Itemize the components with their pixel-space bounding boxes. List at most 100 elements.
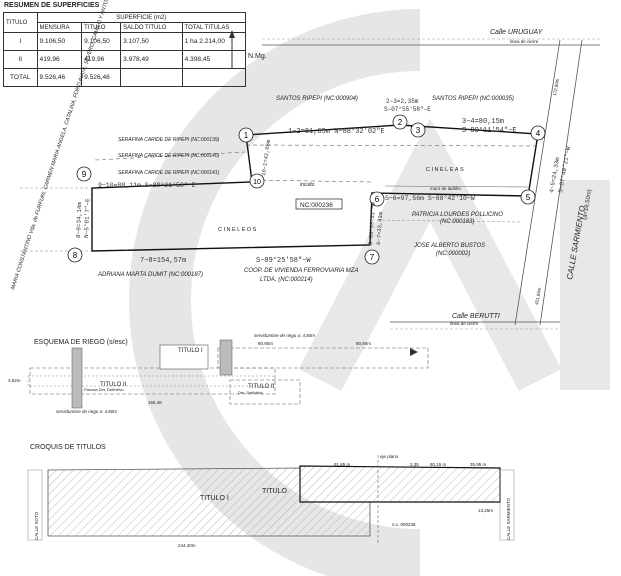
arrow-right-icon bbox=[410, 348, 418, 356]
summary-table: TITULO SUPERFICIE (m2) MENSURA TITULO SA… bbox=[3, 12, 247, 87]
vertex-label: 5 bbox=[526, 193, 531, 202]
vertex-label: 3 bbox=[416, 126, 421, 135]
vertex-9 bbox=[76, 166, 92, 182]
side-label: 2−3=2,35m bbox=[386, 98, 419, 105]
vertex-3 bbox=[410, 122, 426, 138]
croquis-measure: 80,15 m bbox=[430, 462, 447, 467]
side-label: 1−2=81,65m N−88°32'02"E bbox=[288, 127, 385, 136]
area-label: muro de ladrillo bbox=[430, 186, 461, 191]
neighbor-label: SERAFINA CARIDE DE RIPEPI (NC:000140) bbox=[118, 153, 220, 159]
riego-ditch bbox=[219, 339, 233, 376]
vertex-label: 4 bbox=[536, 129, 541, 138]
croquis-measure: 81,85 m bbox=[334, 462, 351, 467]
north-label: N.Mg. bbox=[248, 53, 267, 60]
neighbor-label: (NC:000183) bbox=[440, 219, 474, 225]
side-label: 10−1=42,05m bbox=[260, 139, 272, 177]
table-cell: 9.526,46 bbox=[36, 68, 83, 87]
side-label: 3−4=80,15m bbox=[462, 118, 504, 126]
riego-titulo: TITULO I bbox=[178, 348, 203, 354]
croquis-note: n.c. 000236 bbox=[392, 522, 416, 527]
riego-measure: 80,90m bbox=[258, 341, 273, 346]
area-label: CINELEAS bbox=[426, 167, 465, 173]
table-cell: 9.526,46 bbox=[81, 68, 122, 87]
side-label: 9−10=88,11m S−89°21'58"−E bbox=[98, 181, 196, 189]
croquis-measure: 13,25m bbox=[478, 508, 493, 513]
neighbor-label: SERAFINA CARIDE DE RIPEPI (NC:000139) bbox=[118, 137, 220, 143]
street-berutti: Calle BERUTTI bbox=[452, 313, 500, 320]
neighbor-label: SANTOS RIPEPI (NC:000904) bbox=[276, 96, 358, 102]
riego-measure: 80,90m bbox=[356, 341, 371, 346]
street-width: (a=16,50m) bbox=[582, 189, 593, 220]
vertex-label: 1 bbox=[244, 131, 249, 140]
neighbor-label: (NC:000002) bbox=[436, 251, 470, 257]
nc-box bbox=[295, 198, 343, 210]
area-label: inculto bbox=[300, 182, 315, 188]
side-label: S−89°11'54"−E bbox=[462, 126, 517, 135]
vertex-10 bbox=[249, 173, 265, 189]
croquis-titulo-2-area bbox=[299, 465, 501, 503]
vertex-8 bbox=[67, 247, 83, 263]
nc-label: NC:000236 bbox=[300, 202, 333, 209]
riego-measure: 166,46 bbox=[148, 400, 162, 405]
vertex-label: 2 bbox=[398, 118, 403, 127]
side-label: 5−6=97,56m S−88°42'10−W bbox=[385, 194, 475, 202]
vertex-label: 10 bbox=[253, 179, 261, 186]
riego-note: Parcela Der. Definitivo bbox=[84, 387, 124, 392]
riego-servidumbre: servidumbre de riego a: 4,80m bbox=[56, 409, 117, 414]
vertex-7 bbox=[364, 249, 380, 265]
croquis-street: CALLE SOTO bbox=[34, 511, 39, 540]
vertex-markers: 1 2 3 4 5 6 7 8 9 10 bbox=[67, 114, 546, 265]
vertex-label: 8 bbox=[73, 251, 78, 260]
croquis-titulo: TITULO I bbox=[200, 495, 229, 502]
area-label: CINELEOS bbox=[218, 227, 258, 233]
neighbor-label: PATRICIA LOURDES POLLICINO bbox=[412, 212, 503, 218]
vertex-2 bbox=[392, 114, 408, 130]
riego-ditch bbox=[71, 347, 83, 409]
neighbor-label: SANTOS RIPEPI (NC:000035) bbox=[432, 96, 514, 102]
neighbor-label: SERAFINA CARIDE DE RIPEPI (NC:000141) bbox=[118, 170, 220, 176]
table-cell bbox=[181, 68, 247, 87]
linea-cierre: linea de cierre bbox=[510, 39, 539, 44]
table-row: TOTAL 9.526,46 9.526,46 bbox=[3, 68, 247, 87]
neighbor-label: ADRIANA MARTA DUMIT (NC:000187) bbox=[97, 272, 203, 278]
side-label: S−89°25'58"−W bbox=[256, 256, 311, 265]
croquis-measure: 35,95 m bbox=[470, 462, 487, 467]
croquis-diagram: CROQUIS DE TITULOS CALLE SOTO CALLE SARM… bbox=[27, 444, 515, 548]
riego-diagram: ESQUEMA DE RIEGO (s/esc) TITULO I TITULO… bbox=[8, 333, 429, 414]
side-label: S−05°33'31"−W bbox=[367, 201, 377, 245]
side-label: 6−7=33,43m bbox=[375, 211, 384, 245]
side-label: 8−9=34,14m bbox=[75, 201, 83, 238]
croquis-street: CALLE SARMIENTO bbox=[506, 497, 511, 540]
vertex-1 bbox=[238, 127, 254, 143]
riego-titulo: TITULO II bbox=[100, 382, 127, 388]
croquis-measure: 2,35 bbox=[410, 462, 419, 467]
street-line-sarmiento bbox=[514, 39, 561, 326]
riego-titulo: TITULO II bbox=[248, 384, 275, 390]
vertex-5 bbox=[520, 189, 536, 205]
side-label: 7−8=154,57m bbox=[140, 257, 186, 265]
neighbor-label: JOSE ALBERTO BUSTOS bbox=[413, 243, 485, 249]
croquis-title: CROQUIS DE TITULOS bbox=[30, 444, 106, 451]
riego-measure: 3,62m bbox=[8, 378, 21, 383]
side-label: S−07°40'21"−W bbox=[557, 146, 572, 194]
croquis-note: eje plano bbox=[380, 454, 399, 459]
vertex-6 bbox=[369, 191, 385, 207]
vertex-label: 6 bbox=[375, 195, 380, 204]
croquis-titulo: TITULO bbox=[262, 488, 287, 495]
vertex-4 bbox=[530, 125, 546, 141]
riego-title: ESQUEMA DE RIEGO (s/esc) bbox=[34, 339, 128, 346]
neighbor-label: COOP. DE VIVIENDA FERROVIARIA MZA bbox=[244, 268, 358, 274]
street-uruguay: Calle URUGUAY bbox=[490, 29, 544, 36]
summary-title: RESUMEN DE SUPERFICIES bbox=[4, 2, 100, 9]
parcel-outline bbox=[91, 124, 539, 252]
croquis-measure: 244,40m bbox=[178, 543, 196, 548]
length-label: 421,65m bbox=[534, 287, 542, 305]
vertex-label: 9 bbox=[82, 170, 87, 179]
table-row: II 419,96 419,96 3.978,49 4.398,45 bbox=[3, 50, 247, 69]
riego-note: Der. Definitivo bbox=[238, 390, 264, 395]
linea-cierre: linea de cierre bbox=[450, 321, 479, 326]
side-label: S−07°55'58"−E bbox=[384, 106, 431, 113]
neighbor-label: LTDA. (NC:000214) bbox=[260, 277, 313, 283]
